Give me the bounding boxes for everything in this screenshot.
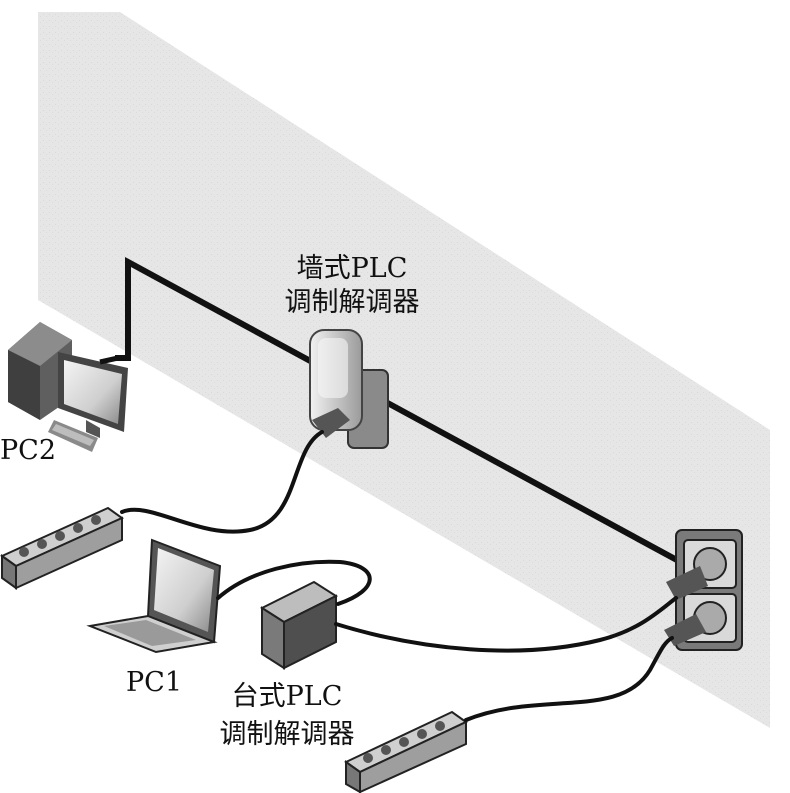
wall — [38, 12, 770, 728]
wall-outlet — [664, 529, 743, 651]
wall-modem-label-line1: 墙式PLC — [296, 253, 408, 284]
pc1-laptop — [86, 538, 222, 654]
wall-modem-label-line2: 调制解调器 — [284, 287, 420, 318]
power-strip-left — [0, 506, 124, 590]
desktop-plc-modem — [259, 580, 339, 670]
desktop-modem-label-line2: 调制解调器 — [219, 719, 355, 750]
cables — [120, 430, 678, 722]
desktop-modem-label-line1: 台式PLC — [231, 681, 343, 712]
power-strip-right — [344, 710, 468, 793]
pc1-label: PC1 — [126, 667, 183, 698]
pc2-computer — [8, 322, 128, 452]
power-line — [115, 256, 712, 581]
pc2-label: PC2 — [0, 435, 57, 466]
